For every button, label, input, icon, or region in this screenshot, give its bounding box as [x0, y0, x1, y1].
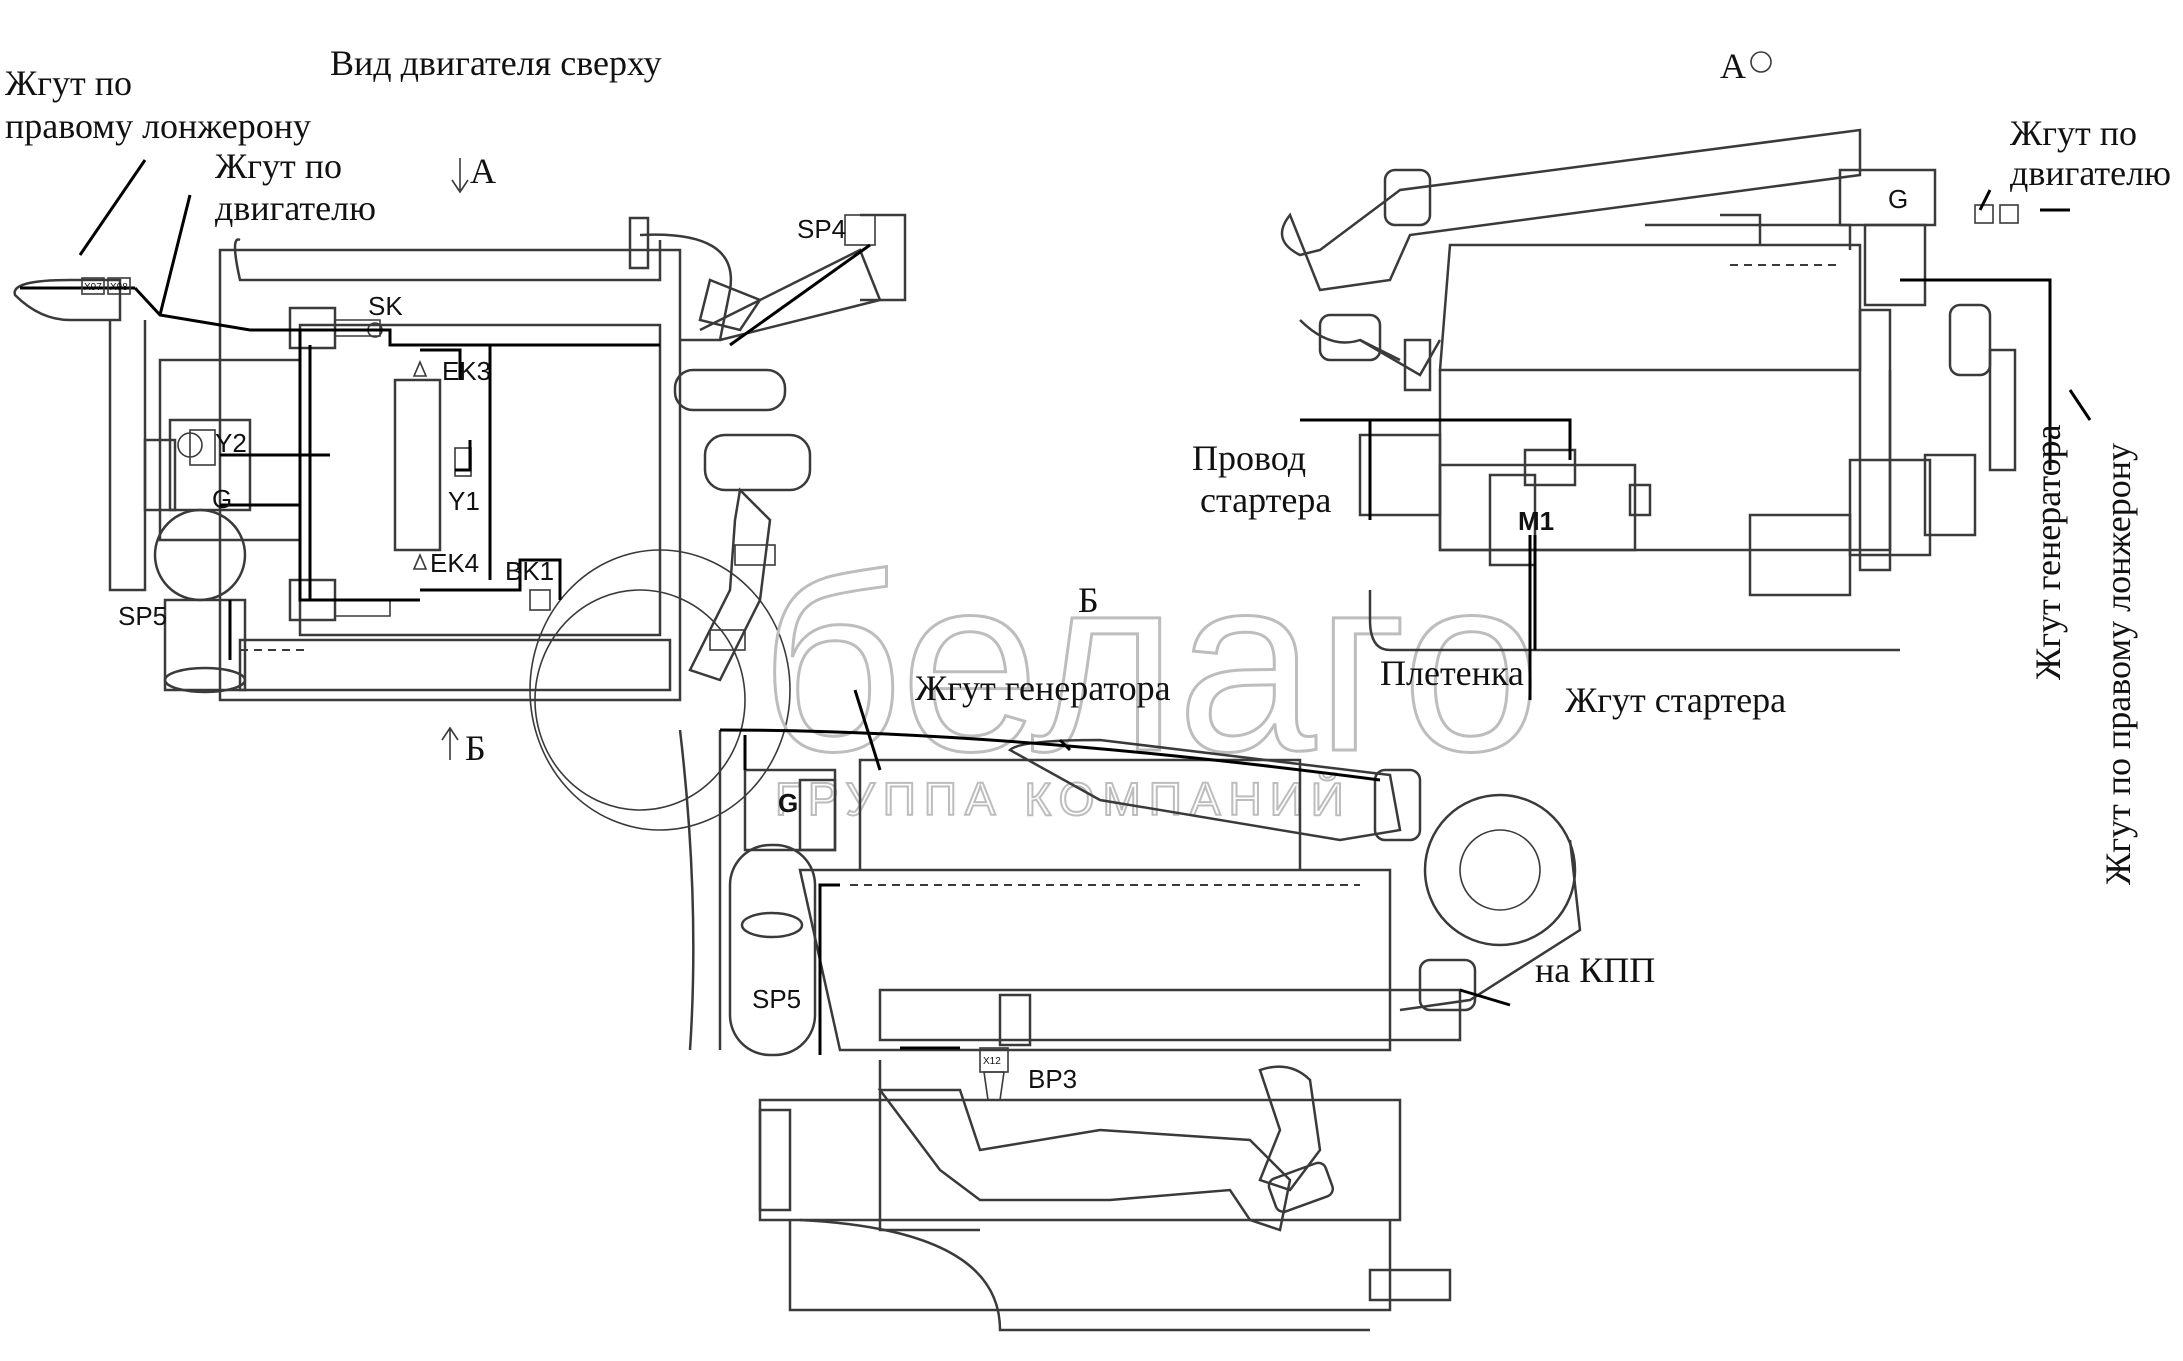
view-b-labels: Б Жгут генератора G SP5 BP3 X12 на КПП — [752, 580, 1655, 1094]
top-view-wiring — [20, 159, 871, 660]
view-a-wiring — [1300, 189, 2092, 700]
starter-wire-label-2: стартера — [1200, 480, 1331, 520]
arrow-b-indicator — [441, 726, 459, 760]
harness-right-spar-vertical-label: Жгут по правому лонжерону — [2098, 443, 2138, 885]
harness-engine-right-label-2: двигателю — [2010, 153, 2171, 193]
x12-label: X12 — [983, 1056, 1001, 1067]
arrow-a-label: А — [470, 151, 496, 191]
bk1-label: BK1 — [505, 556, 554, 586]
g-front-label: G — [778, 788, 798, 818]
view-a-engine — [1280, 128, 2019, 652]
sk-label: SK — [368, 291, 403, 321]
view-a-label: А — [1720, 46, 1746, 86]
y1-label: Y1 — [448, 486, 480, 516]
harness-engine-label-1: Жгут по — [215, 146, 342, 186]
harness-starter-label: Жгут стартера — [1565, 680, 1786, 720]
sp4-label: SP4 — [797, 214, 846, 244]
view-a-labels: А Жгут по двигателю G Провод стартера M1… — [1192, 46, 2171, 885]
arrow-b-label: Б — [465, 728, 486, 768]
x97-label: X97 — [84, 282, 102, 293]
g-top-label: G — [212, 484, 232, 514]
sp5-top-label: SP5 — [118, 601, 167, 631]
top-view-labels: Вид двигателя сверху Жгут по правому лон… — [5, 43, 846, 768]
arrow-a-indicator — [451, 158, 469, 194]
view-b-engine — [678, 729, 1582, 1332]
sp5-front-label: SP5 — [752, 984, 801, 1014]
bp3-label: BP3 — [1028, 1064, 1077, 1094]
braid-label: Плетенка — [1380, 653, 1524, 693]
harness-engine-right-label-1: Жгут по — [2010, 113, 2137, 153]
harness-generator-vertical-label: Жгут генератора — [2028, 424, 2068, 680]
harness-right-spar-label-2: правому лонжерону — [5, 106, 311, 146]
view-b-wiring — [719, 689, 1511, 1055]
g-right-label: G — [1888, 184, 1908, 214]
y2-label: Y2 — [215, 428, 247, 458]
watermark: белаго ГРУППА КОМПАНИЙ — [529, 523, 1542, 831]
watermark-brand: белаго — [760, 524, 1541, 803]
ek3-label: EK3 — [442, 356, 491, 386]
view-b-label: Б — [1078, 580, 1099, 620]
x98-label: X98 — [110, 282, 128, 293]
harness-generator-label: Жгут генератора — [915, 668, 1171, 708]
view-a-marker — [1750, 51, 1772, 73]
to-gearbox-label: на КПП — [1535, 950, 1655, 990]
ek4-label: EK4 — [430, 548, 479, 578]
watermark-subtitle: ГРУППА КОМПАНИЙ — [775, 773, 1352, 825]
top-view-title: Вид двигателя сверху — [330, 43, 662, 83]
harness-engine-label-2: двигателю — [215, 188, 376, 228]
harness-right-spar-label-1: Жгут по — [5, 63, 132, 103]
m1-label: M1 — [1518, 506, 1554, 536]
starter-wire-label-1: Провод — [1192, 438, 1306, 478]
